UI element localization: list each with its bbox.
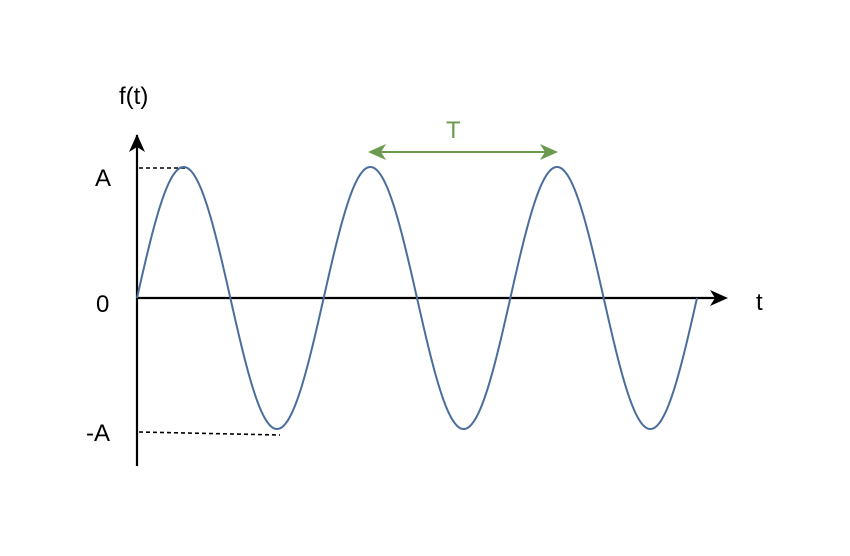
tick-label-zero: 0	[96, 291, 109, 318]
x-axis-label: t	[756, 289, 763, 316]
period-label: T	[446, 117, 461, 144]
tick-label-negative-amplitude: -A	[86, 420, 110, 447]
x-axis-arrowhead	[710, 290, 728, 306]
tick-label-amplitude: A	[95, 165, 111, 192]
sine-wave-curve	[136, 165, 698, 431]
period-arrowhead-left	[368, 144, 386, 160]
amplitude-guide-bottom	[138, 431, 281, 436]
y-axis-arrowhead	[129, 134, 145, 152]
period-arrowhead-right	[540, 144, 558, 160]
y-axis-label: f(t)	[119, 83, 148, 110]
